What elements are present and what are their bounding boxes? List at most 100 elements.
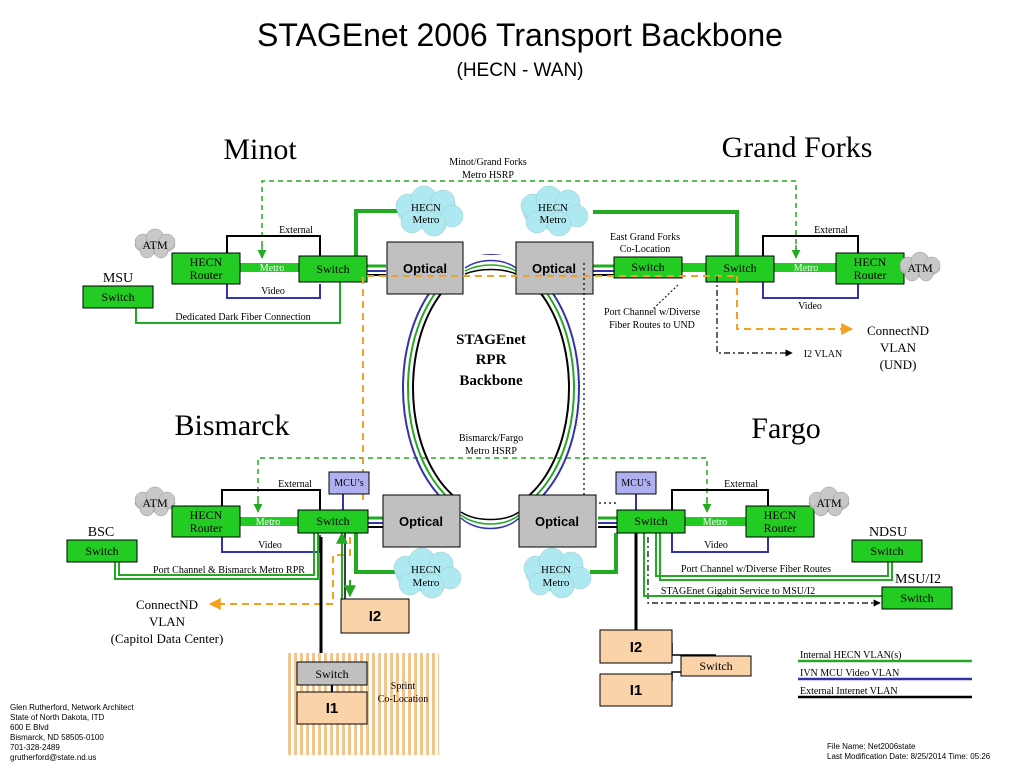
gf-switch[interactable]: Switch — [705, 255, 775, 283]
svg-text:600 E Blvd: 600 E Blvd — [10, 723, 49, 732]
page-title: STAGEnet 2006 Transport Backbone — [257, 17, 783, 53]
fargo-switch-small[interactable]: Switch — [680, 655, 752, 677]
minot-atm-cloud: ATM — [134, 228, 176, 259]
svg-text:Switch: Switch — [85, 544, 118, 558]
connectnd-cdc-label-1: ConnectND — [136, 597, 198, 612]
svg-text:MCU’s: MCU’s — [334, 478, 364, 489]
svg-text:Last Modification Date: 8/25/: Last Modification Date: 8/25/2014 Time: … — [827, 752, 991, 761]
svg-text:Optical: Optical — [399, 514, 443, 529]
fargo-mcus[interactable]: MCU’s — [615, 471, 657, 495]
rpr-ring — [402, 254, 580, 528]
minot-optical[interactable]: Optical — [386, 241, 464, 295]
msu-i2-label: MSU/I2 — [895, 572, 941, 587]
bis-switch[interactable]: Switch — [297, 509, 369, 534]
svg-text:Switch: Switch — [634, 514, 667, 528]
fargo-optical[interactable]: Optical — [518, 494, 597, 548]
gf-optical[interactable]: Optical — [515, 241, 594, 295]
svg-text:Switch: Switch — [631, 260, 664, 274]
svg-text:HECN: HECN — [538, 202, 568, 214]
rpr-label-3: Backbone — [459, 373, 523, 389]
bismarck-fargo-hsrp-link — [253, 457, 712, 513]
gf-video-label: Video — [798, 301, 822, 312]
bis-metro-label: Metro — [256, 517, 280, 528]
fargo-switch[interactable]: Switch — [616, 509, 686, 534]
i2-vlan-label: I2 VLAN — [804, 349, 842, 360]
svg-text:State of North Dakota, ITD: State of North Dakota, ITD — [10, 713, 104, 722]
fargo-i1-box[interactable]: I1 — [599, 673, 673, 707]
port-channel-diverse-label-1: Port Channel w/Diverse — [604, 307, 701, 318]
port-channel-bismarck-label: Port Channel & Bismarck Metro RPR — [153, 565, 305, 576]
rpr-label-1: STAGEnet — [456, 332, 526, 348]
region-grand-forks: Grand Forks — [722, 131, 873, 164]
connectnd-und-label-1: ConnectND — [867, 323, 929, 338]
bis-video-label: Video — [258, 540, 282, 551]
minot-metro-label: Metro — [260, 263, 284, 274]
svg-text:I1: I1 — [326, 700, 339, 717]
egf-coloc-label-1: East Grand Forks — [610, 232, 680, 243]
svg-text:HECN: HECN — [541, 564, 571, 576]
fargo-i2-box[interactable]: I2 — [599, 629, 673, 664]
legend-label-0: Internal HECN VLAN(s) — [800, 650, 901, 661]
svg-text:ATM: ATM — [816, 496, 842, 510]
svg-text:HECN: HECN — [411, 564, 441, 576]
footer-author: Glen Rutherford, Network Architect State… — [10, 703, 134, 762]
gf-external-label: External — [814, 225, 848, 236]
svg-text:Metro: Metro — [543, 577, 570, 589]
sprint-switch[interactable]: Switch — [296, 661, 368, 686]
gf-hecn-router[interactable]: HECN Router — [835, 252, 905, 285]
fargo-metro-label: Metro — [703, 517, 727, 528]
minot-external-label: External — [279, 225, 313, 236]
svg-text:HECN: HECN — [411, 202, 441, 214]
connectnd-cdc-label-3: (Capitol Data Center) — [111, 631, 224, 646]
msu-switch[interactable]: Switch — [82, 285, 154, 309]
connectnd-und-label-3: (UND) — [880, 357, 917, 372]
fargo-atm-cloud: ATM — [808, 486, 850, 517]
bis-hecn-router[interactable]: HECN Router — [171, 505, 241, 538]
region-bismarck: Bismarck — [175, 409, 290, 442]
svg-text:Switch: Switch — [316, 262, 349, 276]
svg-text:Co-Location: Co-Location — [378, 694, 429, 705]
minot-switch[interactable]: Switch — [298, 255, 368, 283]
svg-text:Router: Router — [190, 521, 223, 535]
port-channel-diverse-label-2: Fiber Routes to UND — [609, 320, 695, 331]
svg-text:ATM: ATM — [142, 238, 168, 252]
svg-text:ATM: ATM — [142, 496, 168, 510]
bis-i2-box[interactable]: I2 — [340, 598, 410, 634]
connectnd-cdc-label-2: VLAN — [149, 614, 186, 629]
bis-fargo-hsrp-label-1: Bismarck/Fargo — [459, 433, 523, 444]
bsc-switch[interactable]: Switch — [66, 539, 138, 563]
msu-i2-switch[interactable]: Switch — [881, 586, 953, 610]
svg-text:Metro: Metro — [413, 214, 440, 226]
svg-text:HECN: HECN — [190, 508, 223, 522]
region-fargo: Fargo — [751, 412, 820, 445]
connectnd-vlan-links — [208, 275, 854, 610]
svg-text:HECN: HECN — [190, 255, 223, 269]
legend: Internal HECN VLAN(s) IVN MCU Video VLAN… — [798, 650, 972, 699]
minot-hecn-router[interactable]: HECN Router — [171, 252, 241, 285]
svg-text:HECN: HECN — [854, 255, 887, 269]
ndsu-switch[interactable]: Switch — [851, 539, 923, 563]
svg-text:Metro: Metro — [413, 577, 440, 589]
dark-fiber-label: Dedicated Dark Fiber Connection — [175, 312, 310, 323]
minot-hecn-metro-cloud: HECN Metro — [395, 185, 464, 237]
bis-optical[interactable]: Optical — [382, 494, 461, 548]
bsc-label: BSC — [88, 525, 114, 540]
fargo-external-label: External — [724, 479, 758, 490]
bis-i1-box[interactable]: I1 — [296, 691, 368, 725]
svg-text:I2: I2 — [369, 608, 382, 625]
egf-switch[interactable]: Switch — [613, 256, 683, 279]
svg-text:Bismarck, ND 58505-0100: Bismarck, ND 58505-0100 — [10, 733, 104, 742]
legend-label-2: External Internet VLAN — [800, 686, 898, 697]
minot-gf-hsrp-link — [257, 180, 801, 259]
bis-mcus[interactable]: MCU’s — [328, 471, 370, 495]
connectnd-und-label-2: VLAN — [880, 340, 917, 355]
bis-hecn-metro-cloud: HECN Metro — [393, 547, 462, 599]
svg-text:I2: I2 — [630, 639, 643, 656]
svg-text:Router: Router — [764, 521, 797, 535]
svg-text:grutherford@state.nd.us: grutherford@state.nd.us — [10, 753, 96, 762]
fargo-hecn-router[interactable]: HECN Router — [745, 505, 815, 538]
svg-text:Switch: Switch — [101, 290, 134, 304]
bis-atm-cloud: ATM — [134, 486, 176, 517]
